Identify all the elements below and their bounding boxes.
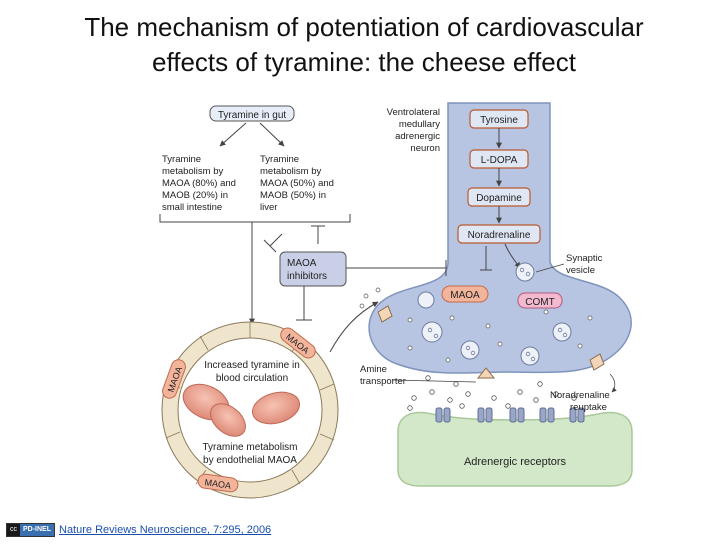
tyramine-gut-label: Tyramine in gut (218, 110, 287, 121)
maoa-vessel-enzyme-bottom (197, 473, 239, 493)
small-intestine-text: Tyramine metabolism by MAOA (80%) and MA… (162, 154, 236, 213)
neuron-label-line: adrenergic (395, 131, 440, 142)
maoa-neuron-label: MAOA (450, 290, 480, 301)
citation-link[interactable]: Nature Reviews Neuroscience, 7:295, 2006 (59, 524, 272, 536)
neuron-label-line: Ventrolateral (387, 107, 440, 118)
title-line-2: effects of tyramine: the cheese effect (152, 47, 576, 77)
small-intestine-line: MAOA (80%) and (162, 178, 236, 189)
liver-line: MAOA (50%) and (260, 178, 334, 189)
maoa-neuron-enzyme (441, 285, 489, 303)
reuptake-label: Noradrenaline (550, 390, 610, 401)
synaptic-vesicle-label: vesicle (566, 265, 595, 276)
small-intestine-line: small intestine (162, 202, 222, 213)
amine-transporter-label: transporter (360, 376, 406, 387)
pathway-tyrosine: Tyrosine (480, 115, 518, 126)
pathway-ldopa: L-DOPA (481, 155, 518, 166)
terminal-dots (407, 309, 593, 363)
license-badge[interactable]: cc PD-INEL (6, 523, 55, 537)
liver-line: metabolism by (260, 166, 321, 177)
liver-line: liver (260, 202, 277, 213)
increased-tyramine-label: Increased tyramine in (204, 360, 300, 371)
maoa-vessel-label-bottom: MAOA (204, 477, 232, 491)
small-intestine-line: MAOB (20%) in (162, 190, 228, 201)
liver-line: Tyramine (260, 154, 299, 165)
endothelial-label: Tyramine metabolism (202, 442, 297, 453)
maoa-vessel-enzyme-right (280, 327, 316, 359)
increased-tyramine-label: blood circulation (216, 373, 288, 384)
maoa-inhibitors-label: inhibitors (287, 271, 327, 282)
tyramine-dots (359, 287, 381, 309)
license-label: PD-INEL (20, 524, 54, 536)
red-blood-cell (251, 391, 301, 425)
synthesis-pathway: Tyrosine L-DOPA Dopamine Noradrenaline (457, 109, 541, 244)
receptors-label: Adrenergic receptors (464, 456, 567, 468)
pathway-noradrenaline: Noradrenaline (468, 230, 531, 241)
synaptic-vesicle-label: Synaptic (566, 253, 603, 264)
red-blood-cell (210, 403, 246, 437)
amine-transporter-label: Amine (360, 364, 387, 375)
comt-enzyme (517, 292, 563, 309)
neuron-label-line: medullary (399, 119, 440, 130)
liver-line: MAOB (50%) in (260, 190, 326, 201)
reuptake-label: reuptake (570, 402, 607, 413)
comt-label: COMT (525, 297, 554, 308)
neuron-label: Ventrolateral medullary adrenergic neuro… (387, 107, 441, 154)
neuron-label-line: neuron (410, 143, 440, 154)
pathway-dopamine: Dopamine (476, 193, 522, 204)
slide-title: The mechanism of potentiation of cardiov… (0, 10, 728, 80)
cc-icon: cc (7, 524, 20, 536)
endothelial-label: by endothelial MAOA (203, 455, 297, 466)
small-intestine-line: metabolism by (162, 166, 223, 177)
tyramine-gut-box (209, 105, 295, 122)
maoa-inhibitors-label: MAOA (287, 258, 317, 269)
liver-text: Tyramine metabolism by MAOA (50%) and MA… (260, 154, 334, 213)
cleft-noradrenaline-dots (407, 375, 577, 411)
postsynaptic-cell (397, 411, 633, 487)
small-intestine-line: Tyramine (162, 154, 201, 165)
maoa-inhibitors-box (279, 251, 347, 287)
adrenergic-receptors (435, 407, 585, 423)
footer: cc PD-INEL Nature Reviews Neuroscience, … (6, 523, 271, 537)
title-line-1: The mechanism of potentiation of cardiov… (84, 12, 644, 42)
maoa-vessel-enzyme-left (162, 359, 186, 399)
amine-transporters (377, 305, 605, 379)
